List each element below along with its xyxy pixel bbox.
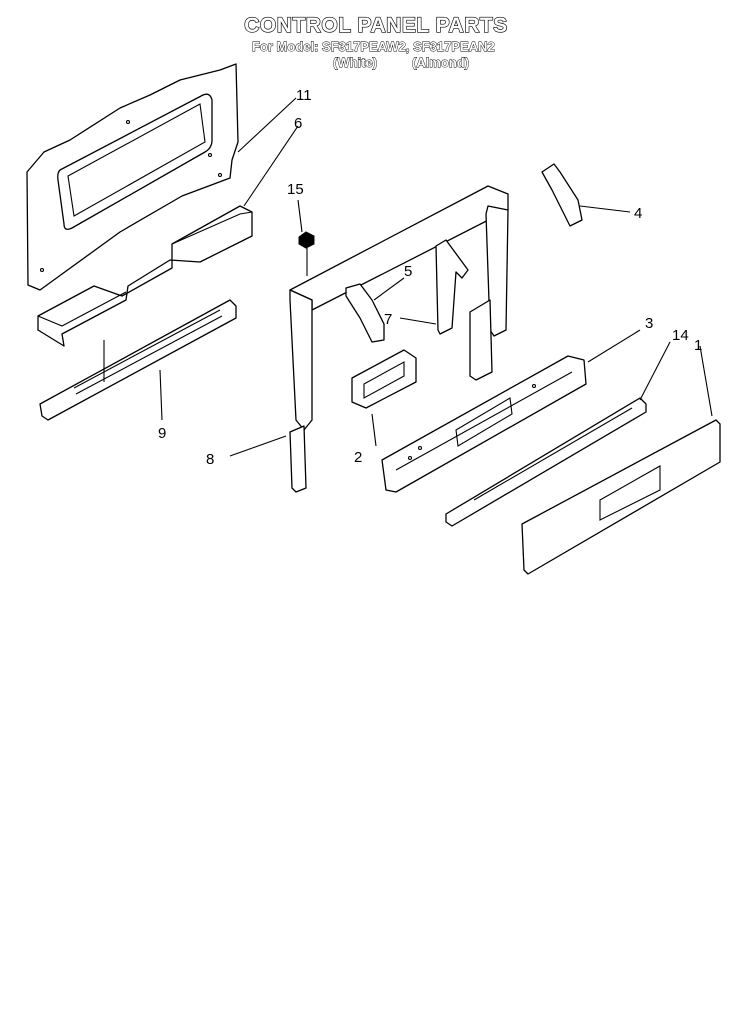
callout-5: 5 [404,263,412,280]
part-4-end-bracket [541,163,583,227]
callout-6: 6 [294,115,302,132]
diagram-title: CONTROL PANEL PARTS [244,13,508,37]
callout-8: 8 [206,451,214,468]
callout-leaders [159,97,713,457]
part-9-vent-strip [39,299,237,421]
callout-7: 7 [384,311,392,328]
part-5-trim-cap [345,283,385,343]
control-panel-frame [289,185,509,493]
part-3-panel-housing [381,355,587,493]
callout-4: 4 [634,205,642,222]
part-2-electronic-control [351,349,417,409]
part-7-side-bracket [435,239,469,335]
part-14-mounting-strip [445,397,647,527]
part-15-clip [298,231,315,276]
callout-15: 15 [287,181,304,198]
callout-1: 1 [694,337,702,354]
callout-2: 2 [354,449,362,466]
part-1-front-panel [521,419,721,575]
model-subtitle: For Model: SF317PEAW2, SF317PEAN2 [252,39,496,55]
part-11-rear-panel [26,63,239,291]
variant-almond-label: (Almond) [412,55,470,71]
callout-11: 11 [296,87,312,104]
callout-14: 14 [672,327,689,344]
callout-3: 3 [645,315,653,332]
variant-white-label: (White) [333,55,378,71]
part-6-insulation-block [37,205,253,347]
callout-9: 9 [158,425,166,442]
